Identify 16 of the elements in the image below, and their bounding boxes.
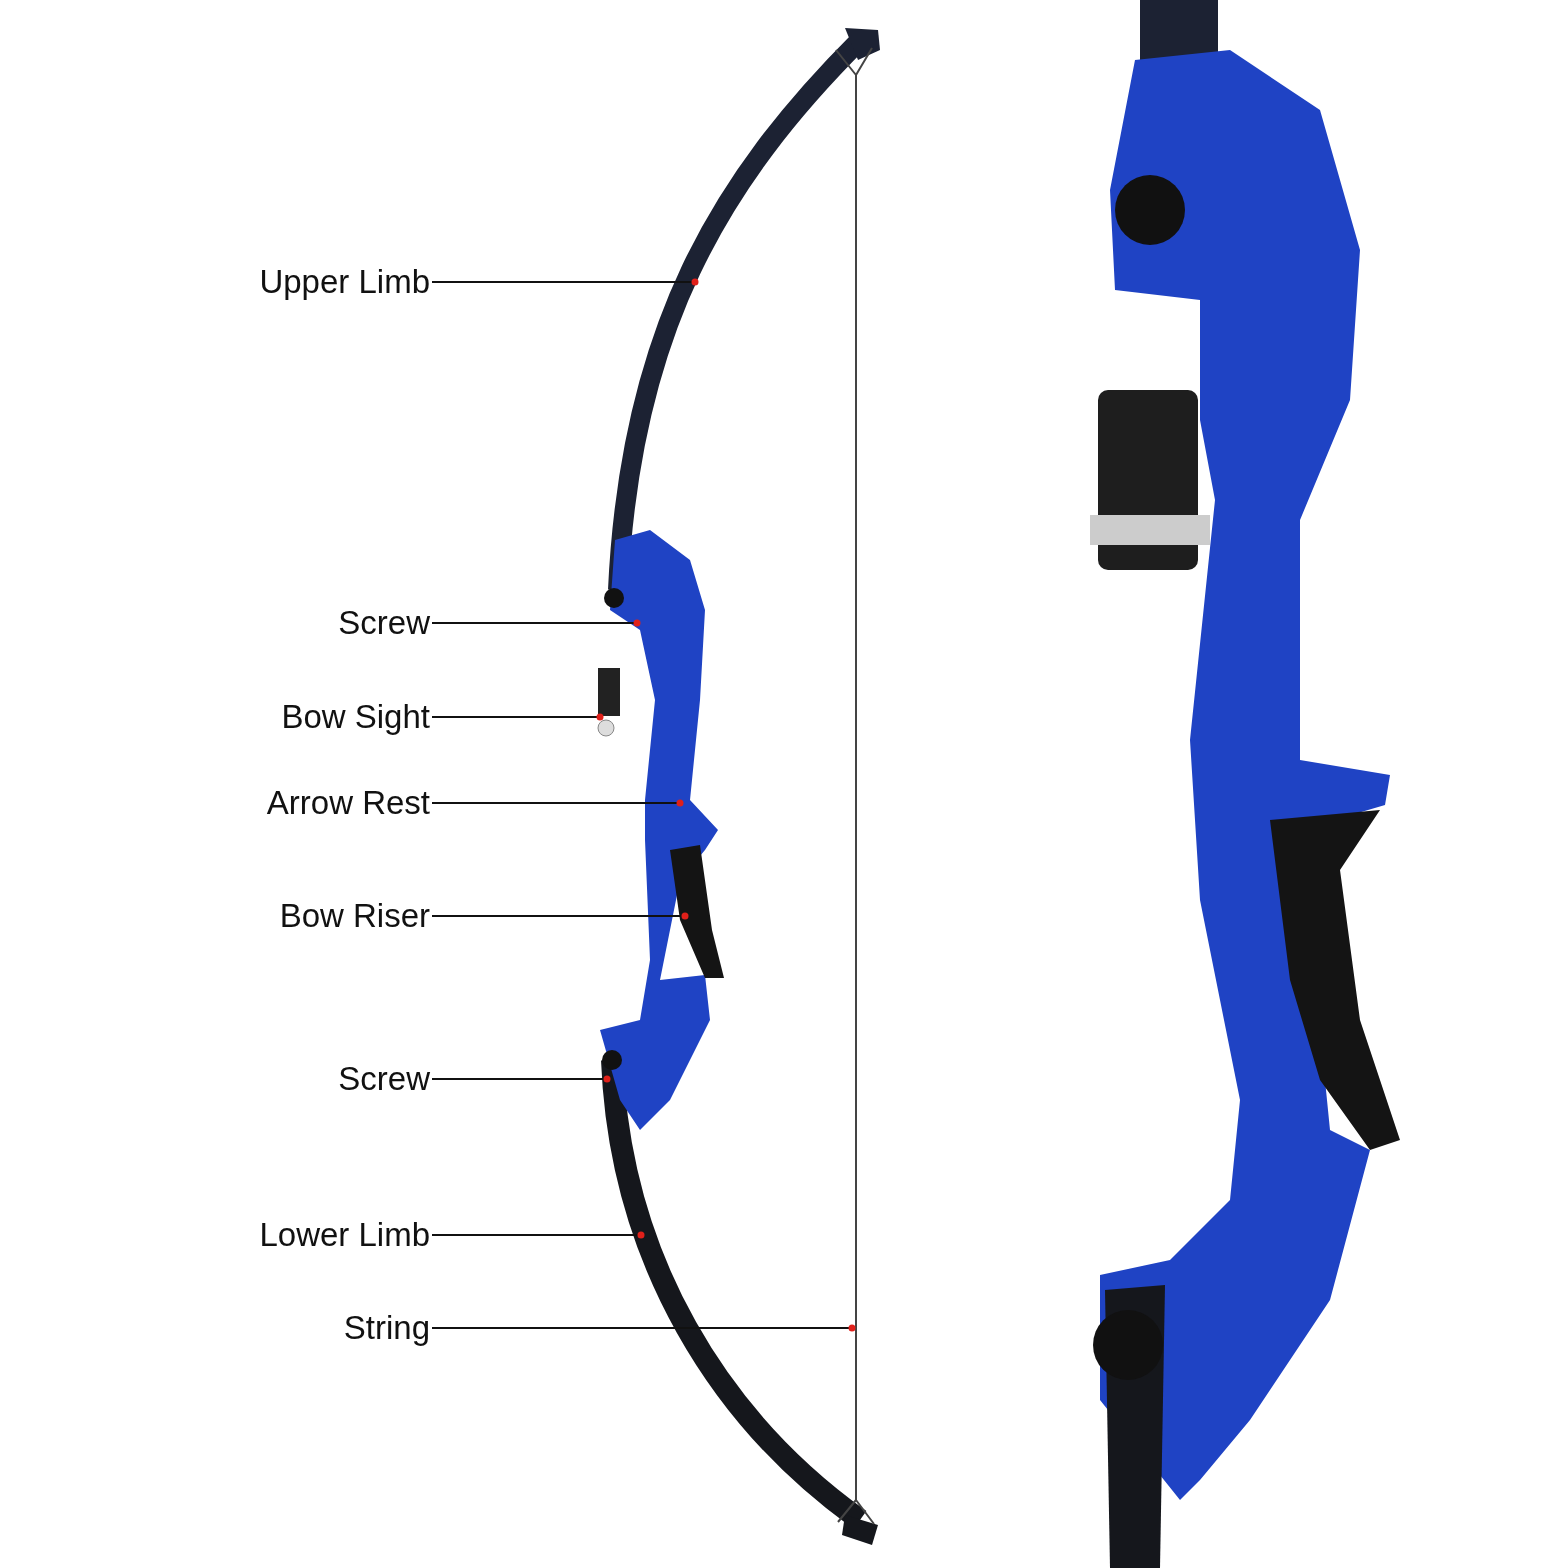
part-label: Screw <box>338 1060 430 1098</box>
part-label: Arrow Rest <box>266 784 430 822</box>
leader-line <box>431 1231 645 1239</box>
leader-line <box>431 1075 611 1083</box>
leader-line <box>431 713 604 721</box>
part-label: Lower Limb <box>259 1216 430 1254</box>
part-label: Bow Sight <box>281 698 430 736</box>
part-label: String <box>343 1309 430 1347</box>
leader-line <box>431 278 699 286</box>
part-label: Screw <box>338 604 430 642</box>
leader-line <box>431 1324 856 1332</box>
leader-line <box>431 912 689 920</box>
leader-line <box>431 799 684 807</box>
part-label: Bow Riser <box>279 897 430 935</box>
leader-line <box>431 619 641 627</box>
part-label: Upper Limb <box>259 263 430 301</box>
